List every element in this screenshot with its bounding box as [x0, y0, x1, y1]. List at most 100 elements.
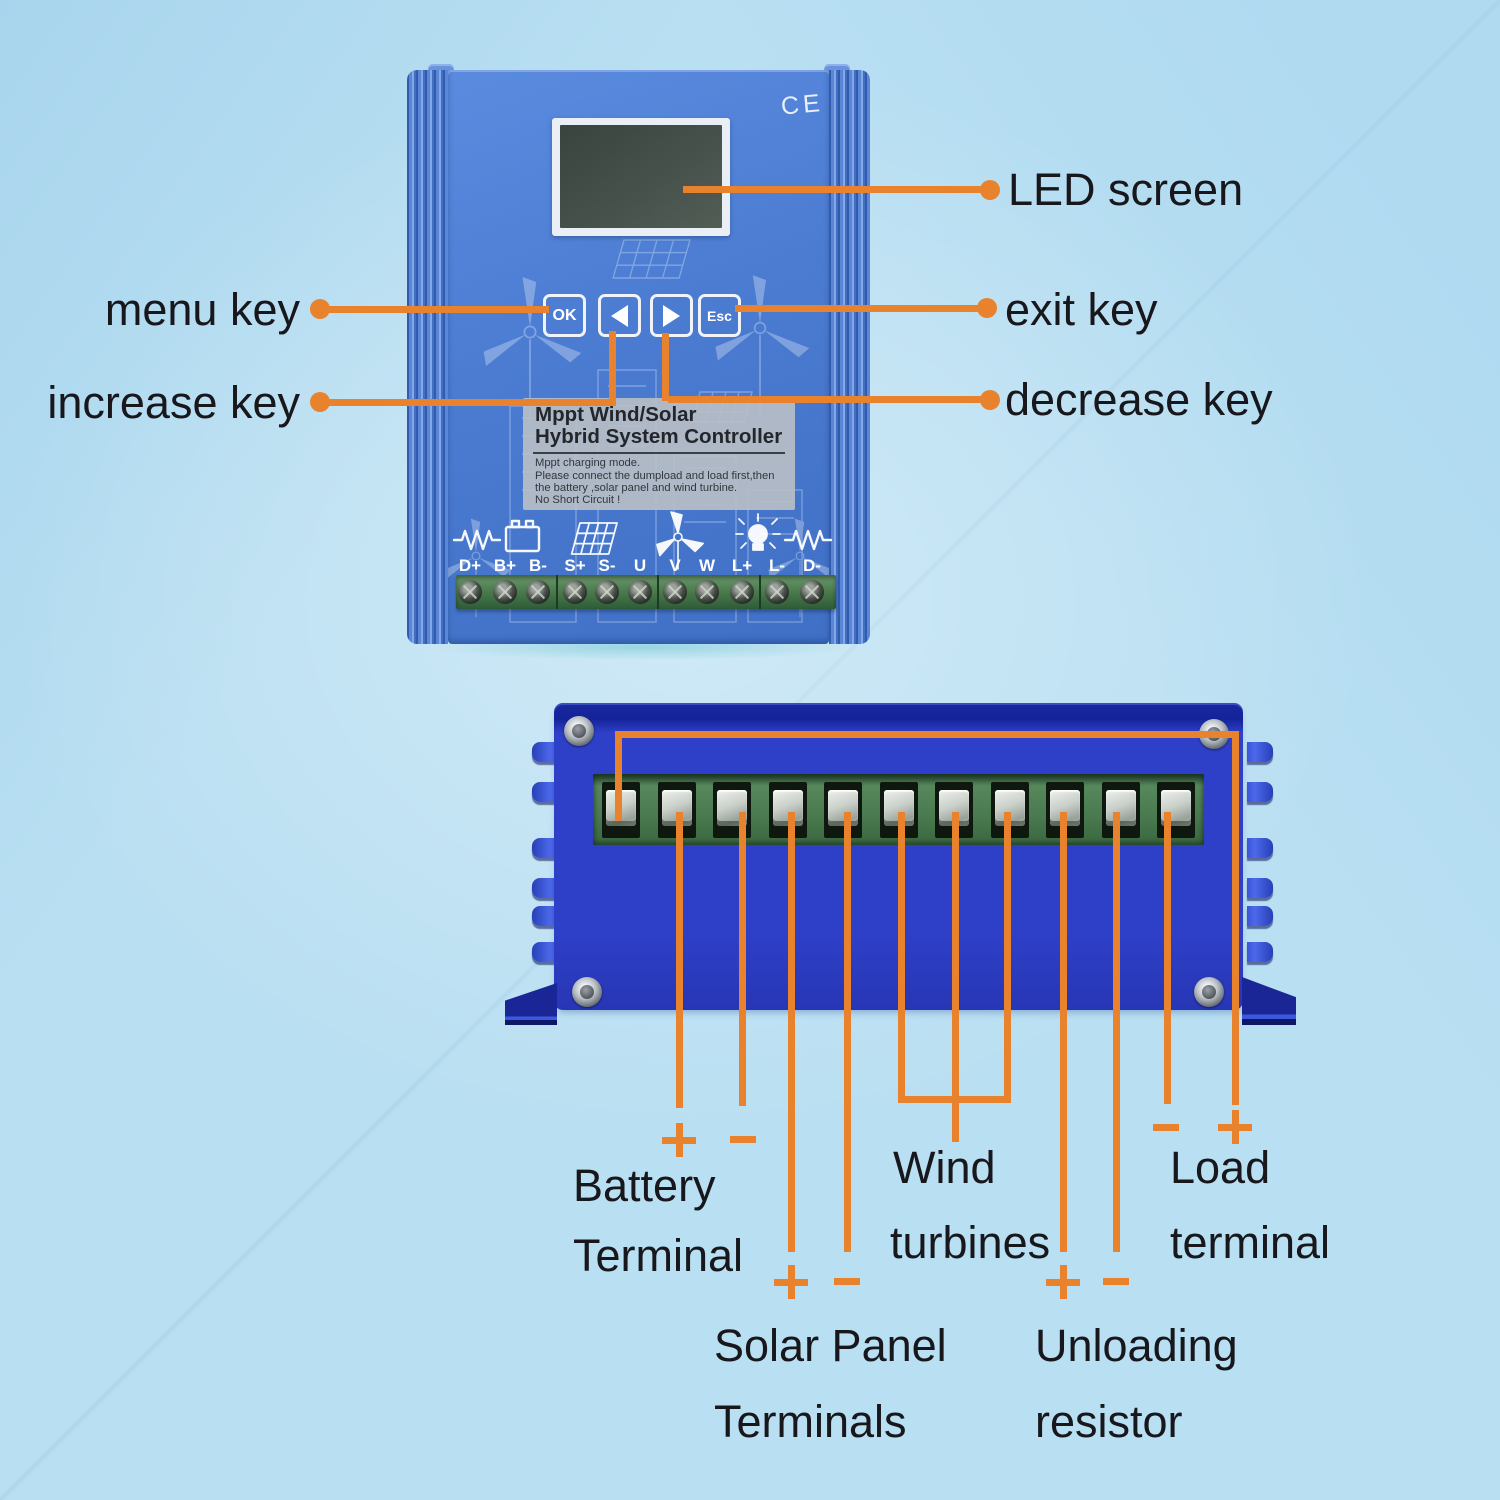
controller-front-view: CE OK Esc Mppt Wind/Solar Hybrid System … — [407, 64, 870, 646]
strip-divider — [657, 575, 659, 609]
wire-unloading-minus — [1113, 812, 1120, 1252]
terminal-cell — [760, 774, 816, 845]
right-triangle-icon — [663, 304, 680, 327]
led-screen-label: LED screen — [1008, 164, 1244, 215]
strip-divider — [556, 575, 558, 609]
solar-plus-sign — [774, 1265, 808, 1299]
terminal-label: V — [669, 556, 681, 575]
heatsink-fin — [532, 742, 558, 762]
solar-minus-sign — [834, 1278, 860, 1285]
terminal-cell — [926, 774, 982, 845]
ok-menu-button: OK — [543, 294, 586, 337]
case-screw — [1194, 977, 1224, 1007]
terminal-screw — [493, 580, 517, 604]
solar-panel-label-line2: Terminals — [714, 1396, 907, 1447]
heatsink-fin — [532, 942, 558, 962]
heatsink-fin — [1247, 942, 1273, 962]
terminal-screw — [800, 580, 824, 604]
led-screen-glass — [560, 125, 722, 228]
wire-wind-w — [1004, 812, 1011, 1103]
wire-load-plus-horizontal — [615, 731, 1239, 738]
terminal-cell — [1093, 774, 1149, 845]
battery-plus-sign — [662, 1123, 696, 1157]
heatsink-fin — [1247, 742, 1273, 762]
led-screen — [552, 118, 730, 236]
ce-mark: CE — [779, 88, 825, 121]
esc-exit-button: Esc — [698, 294, 741, 337]
terminal-screw — [730, 580, 754, 604]
panel-title-line2: Hybrid System Controller — [535, 425, 783, 449]
case-screw — [564, 716, 594, 746]
decrease-key-label: decrease key — [1005, 374, 1273, 425]
terminal-screw — [563, 580, 587, 604]
heatsink-fin — [1247, 782, 1273, 802]
left-triangle-icon — [611, 304, 628, 327]
mounting-flange-left — [505, 983, 557, 1025]
terminal-screw — [595, 580, 619, 604]
load-terminal-label-line1: Load — [1170, 1142, 1271, 1193]
mounting-flange-right — [1242, 977, 1296, 1025]
wire-wind-v — [952, 812, 959, 1142]
unloading-minus-sign — [1103, 1278, 1129, 1285]
panel-info-line: Mppt charging mode. — [535, 457, 641, 470]
terminal-screw — [765, 580, 789, 604]
menu-key-label: menu key — [104, 284, 300, 335]
case-screw — [572, 977, 602, 1007]
terminal-cell — [704, 774, 760, 845]
terminal-label: D+ — [458, 556, 482, 575]
terminal-label: W — [698, 556, 716, 575]
lamp-icon — [735, 513, 781, 551]
terminal-label: U — [633, 556, 647, 575]
terminal-label: S- — [598, 556, 616, 575]
terminal-label: B- — [529, 556, 547, 575]
wind-turbines-label-line2: turbines — [890, 1217, 1051, 1268]
heatsink-fin — [1247, 838, 1273, 858]
unloading-plus-sign — [1046, 1265, 1080, 1299]
strip-divider — [759, 575, 761, 609]
battery-icon — [504, 519, 541, 553]
wire-battery-plus — [676, 812, 683, 1108]
wire-solar-plus — [788, 812, 795, 1252]
wire-solar-minus — [844, 812, 851, 1252]
increase-key-label: increase key — [47, 377, 300, 428]
heatsink-fin — [532, 878, 558, 898]
unloading-resistor-label-line2: resistor — [1035, 1396, 1183, 1447]
heatsink-fin — [1247, 878, 1273, 898]
solar-panel-label-line1: Solar Panel — [714, 1320, 947, 1371]
terminal-cell — [1148, 774, 1204, 845]
terminal-screw — [663, 580, 687, 604]
resistor-icon — [783, 529, 833, 551]
resistor-icon — [452, 529, 502, 551]
callout-line-decrease-key-vertical — [662, 333, 669, 401]
terminal-label: L- — [768, 556, 786, 575]
callout-line-increase-key — [320, 399, 616, 406]
wire-unloading-plus — [1060, 812, 1067, 1252]
callout-line-decrease-key — [668, 396, 990, 403]
wire-load-plus-to-terminal1 — [615, 731, 622, 821]
terminal-label: S+ — [564, 556, 586, 575]
panel-title-line1: Mppt Wind/Solar — [535, 403, 697, 426]
callout-line-led-screen — [683, 186, 990, 193]
callout-dot — [310, 299, 330, 319]
increase-button — [598, 294, 641, 337]
info-panel: Mppt Wind/Solar Hybrid System Controller… — [523, 398, 795, 510]
load-minus-sign — [1153, 1124, 1179, 1131]
heatsink-fin — [1247, 906, 1273, 926]
unloading-resistor-label-line1: Unloading — [1035, 1320, 1238, 1371]
battery-terminal-label-line1: Battery — [573, 1160, 716, 1211]
wire-load-plus-vertical — [1232, 731, 1239, 1105]
callout-dot — [977, 298, 997, 318]
terminal-cell — [815, 774, 871, 845]
heatsink-fin — [532, 782, 558, 802]
panel-info-line: the battery ,solar panel and wind turbin… — [535, 481, 738, 494]
decrease-button — [650, 294, 693, 337]
wind-turbine-icon — [656, 511, 704, 570]
esc-button-label: Esc — [707, 307, 732, 324]
wire-wind-u — [898, 812, 905, 1103]
terminal-screw — [695, 580, 719, 604]
heatsink-fins-left — [407, 70, 448, 644]
wind-turbines-label-line1: Wind — [893, 1142, 996, 1193]
terminal-cell — [1037, 774, 1093, 845]
load-terminal-label-line2: terminal — [1170, 1217, 1331, 1268]
